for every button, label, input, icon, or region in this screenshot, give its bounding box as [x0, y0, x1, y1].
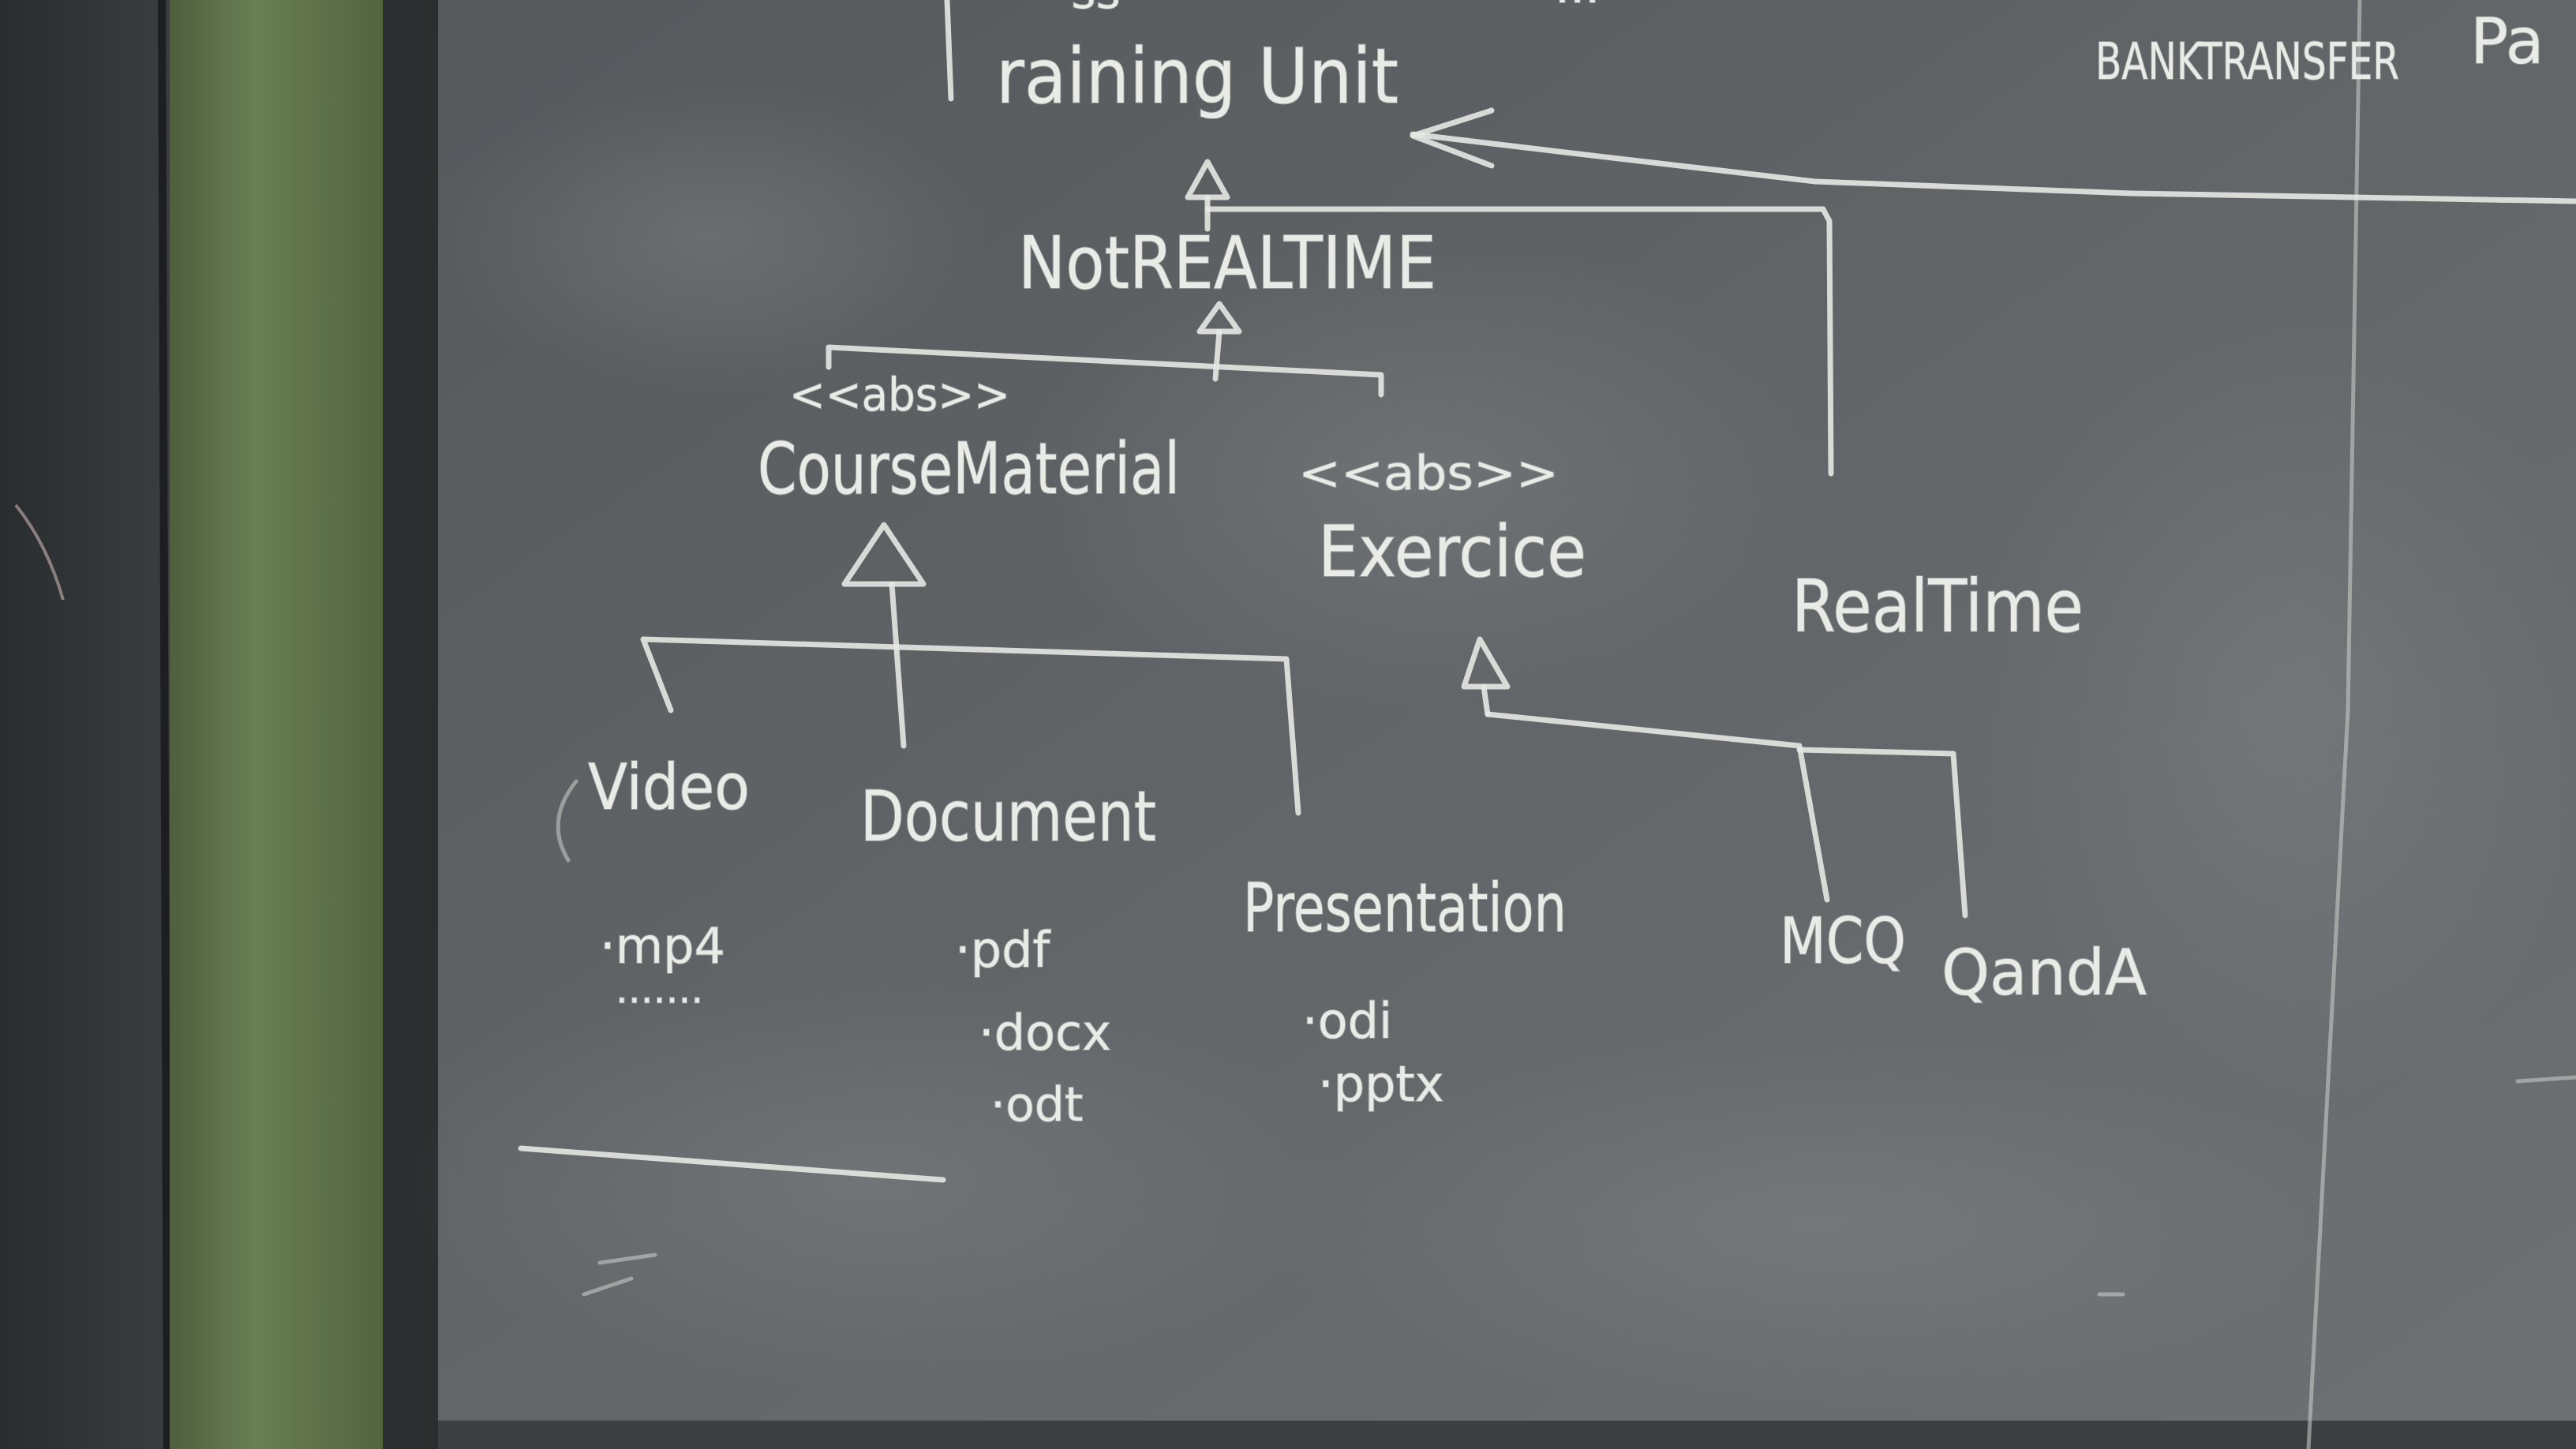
doc-ext-docx: ·docx — [979, 1004, 1111, 1061]
branch-exercice-right — [1796, 747, 1968, 919]
video-label: Video — [588, 751, 750, 824]
bank-transfer-text: BANKTRANSFER — [2095, 33, 2399, 92]
video-ext-mp4: ·mp4 — [600, 917, 725, 975]
top-partial-left-text: ···ss — [1026, 0, 1121, 20]
top-partial-mid-text: ··· — [1555, 0, 1600, 28]
left-wall-chalk-mark — [14, 504, 65, 601]
inherit-triangle-course — [841, 522, 927, 587]
document-label: Document — [860, 776, 1156, 857]
presentation-label: Presentation — [1243, 869, 1567, 948]
abs-stereotype-course: <<abs>> — [789, 368, 1010, 421]
branch-exercice — [1485, 711, 1830, 903]
inherit-line-exercice — [1481, 683, 1491, 717]
branch-course — [640, 636, 1301, 816]
green-frame — [170, 0, 383, 1449]
qanda-label: QandA — [1941, 936, 2147, 1009]
not-realtime-label: NotREALTIME — [1018, 221, 1436, 305]
training-unit-label: raining Unit — [996, 32, 1398, 121]
top-right-partial-text: Pa — [2470, 5, 2544, 78]
inherit-line-notrealtime — [1212, 328, 1222, 382]
pres-ext-odi: ·odi — [1302, 992, 1392, 1050]
inherit-line-course — [889, 581, 907, 749]
doc-ext-odt: ·odt — [990, 1077, 1083, 1133]
exercice-label: Exercice — [1318, 511, 1586, 593]
abs-stereotype-exercice: <<abs>> — [1298, 446, 1559, 501]
video-ext-dots: ······· — [616, 978, 703, 1024]
branch-notrealtime — [826, 344, 1384, 398]
mcq-label: MCQ — [1780, 904, 1906, 978]
real-time-label: RealTime — [1792, 564, 2084, 649]
board-bottom-ledge — [438, 1421, 2576, 1449]
realtime-connector — [1204, 206, 1834, 477]
long-arrow-line — [1410, 131, 2576, 204]
eraser-smudges — [395, 79, 2576, 1413]
board-divider-vertical — [2306, 0, 2362, 1449]
bottom-underline — [518, 1145, 946, 1183]
stray-chalk-marks — [582, 1075, 2576, 1297]
left-wall-edge — [158, 0, 171, 1449]
pres-ext-pptx: ·pptx — [1318, 1055, 1443, 1113]
course-material-label: CourseMaterial — [758, 428, 1180, 511]
left-wall — [0, 0, 170, 1449]
board-divider-left-top — [944, 0, 954, 102]
long-arrow-head — [1410, 107, 1495, 169]
doc-ext-pdf: ·pdf — [955, 921, 1051, 979]
video-paren — [556, 779, 578, 863]
